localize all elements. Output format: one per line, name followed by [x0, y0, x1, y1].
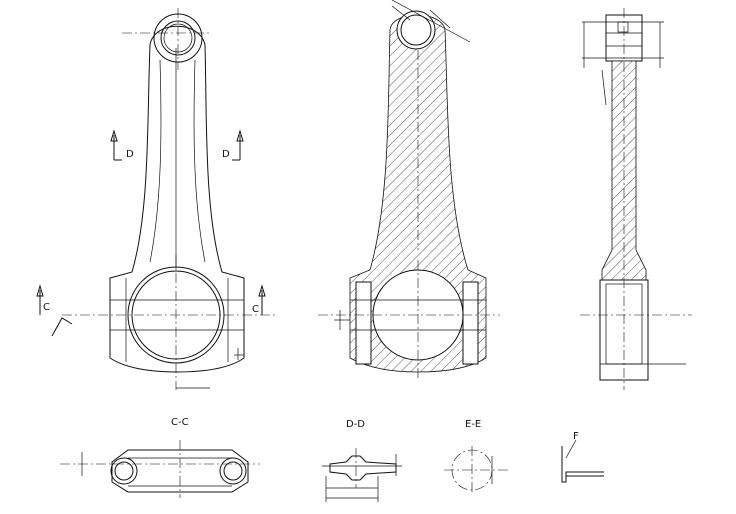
front-view: [36, 8, 278, 390]
section-label-d-right: D: [222, 149, 230, 160]
side-view: [580, 8, 692, 390]
section-label-c-right: C: [252, 304, 259, 315]
section-cc: [60, 440, 260, 498]
detail-f: [561, 439, 604, 483]
section-label-d-left: D: [126, 149, 134, 160]
section-dd: [322, 448, 402, 502]
view-title-dd: D-D: [346, 419, 366, 430]
section-view: [318, 0, 500, 380]
section-ee: [444, 446, 508, 494]
view-title-f: F: [573, 431, 579, 442]
view-title-cc: C-C: [171, 417, 189, 428]
view-title-ee: E-E: [465, 419, 482, 430]
section-label-c-left: C: [43, 302, 50, 313]
